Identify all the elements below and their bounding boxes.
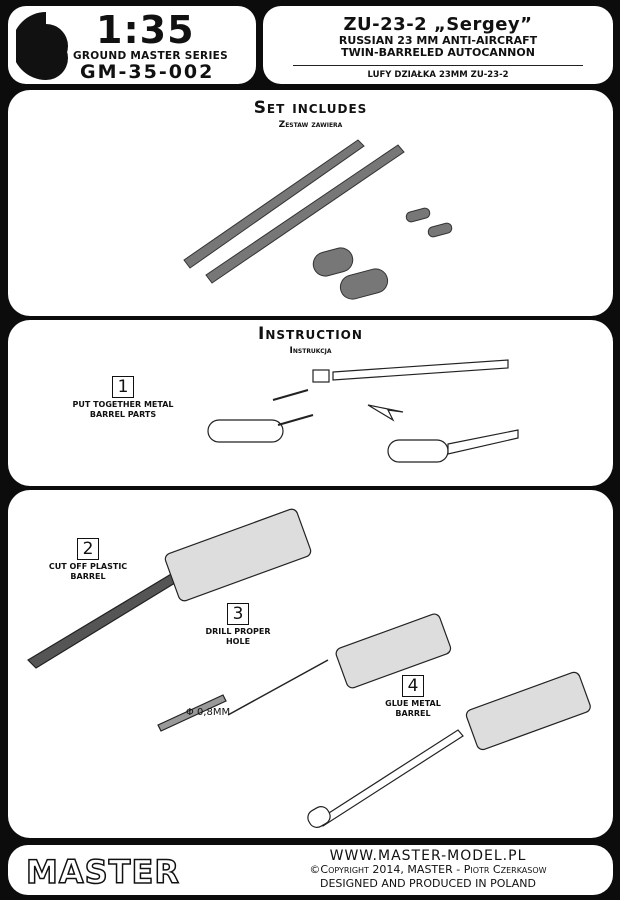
step-1: 1 PUT TOGETHER METAL BARREL PARTS [63, 376, 183, 420]
master-logo-icon [16, 12, 68, 80]
made-in: DESIGNED AND PRODUCED IN POLAND [320, 877, 536, 890]
set-includes-panel: Set includes Zestaw zawiera [8, 90, 613, 316]
header-title-box: ZU-23-2 „Sergey” Russian 23 mm anti-airc… [263, 6, 613, 84]
instruction-title: Instruction [258, 324, 363, 344]
step-number: 2 [77, 538, 99, 560]
drill-size: Φ 0,8MM [185, 707, 231, 718]
steps-illustration [27, 508, 591, 828]
step-number: 4 [402, 675, 424, 697]
polish-title: Lufy działka 23mm ZU-23-2 [367, 70, 509, 80]
footer: MASTER WWW.MASTER-MODEL.PL ©Copyright 20… [8, 845, 613, 895]
set-subtitle: Zestaw zawiera [278, 120, 343, 130]
master-brand-logo: MASTER [25, 852, 180, 892]
subtitle-1: Russian 23 mm anti-aircraft [338, 34, 538, 47]
copyright: ©Copyright 2014, MASTER - Piotr Czerkaso… [309, 863, 547, 876]
instruction-panel: Instruction Instrukcja 1 PUT TOGETHER ME… [8, 320, 613, 486]
divider [293, 65, 583, 66]
step-number: 3 [227, 603, 249, 625]
step-3: 3 DRILL PROPER HOLE [193, 603, 283, 647]
steps-panel: 2 CUT OFF PLASTIC BARREL 3 DRILL PROPER … [8, 490, 613, 838]
subtitle-2: twin-barreled autocannon [341, 46, 535, 59]
product-title: ZU-23-2 „Sergey” [343, 14, 533, 35]
website-link[interactable]: WWW.MASTER-MODEL.PL [329, 848, 527, 864]
step-1-illustration [207, 359, 519, 463]
step-2: 2 CUT OFF PLASTIC BARREL [33, 538, 143, 582]
parts-illustration [183, 139, 453, 300]
header-scale-box: 1:35 GROUND MASTER SERIES GM-35-002 [8, 6, 256, 84]
step-text: PUT TOGETHER METAL BARREL PARTS [72, 400, 174, 419]
scale: 1:35 [96, 8, 195, 52]
set-title: Set includes [253, 98, 368, 118]
step-number: 1 [112, 376, 134, 398]
series-name: GROUND MASTER SERIES [73, 50, 228, 62]
instruction-subtitle: Instrukcja [289, 346, 332, 356]
step-text: CUT OFF PLASTIC BARREL [48, 562, 128, 581]
step-text: DRILL PROPER HOLE [205, 627, 271, 646]
product-code: GM-35-002 [80, 61, 215, 83]
step-text: GLUE METAL BARREL [385, 699, 441, 718]
step-4: 4 GLUE METAL BARREL [378, 675, 448, 719]
